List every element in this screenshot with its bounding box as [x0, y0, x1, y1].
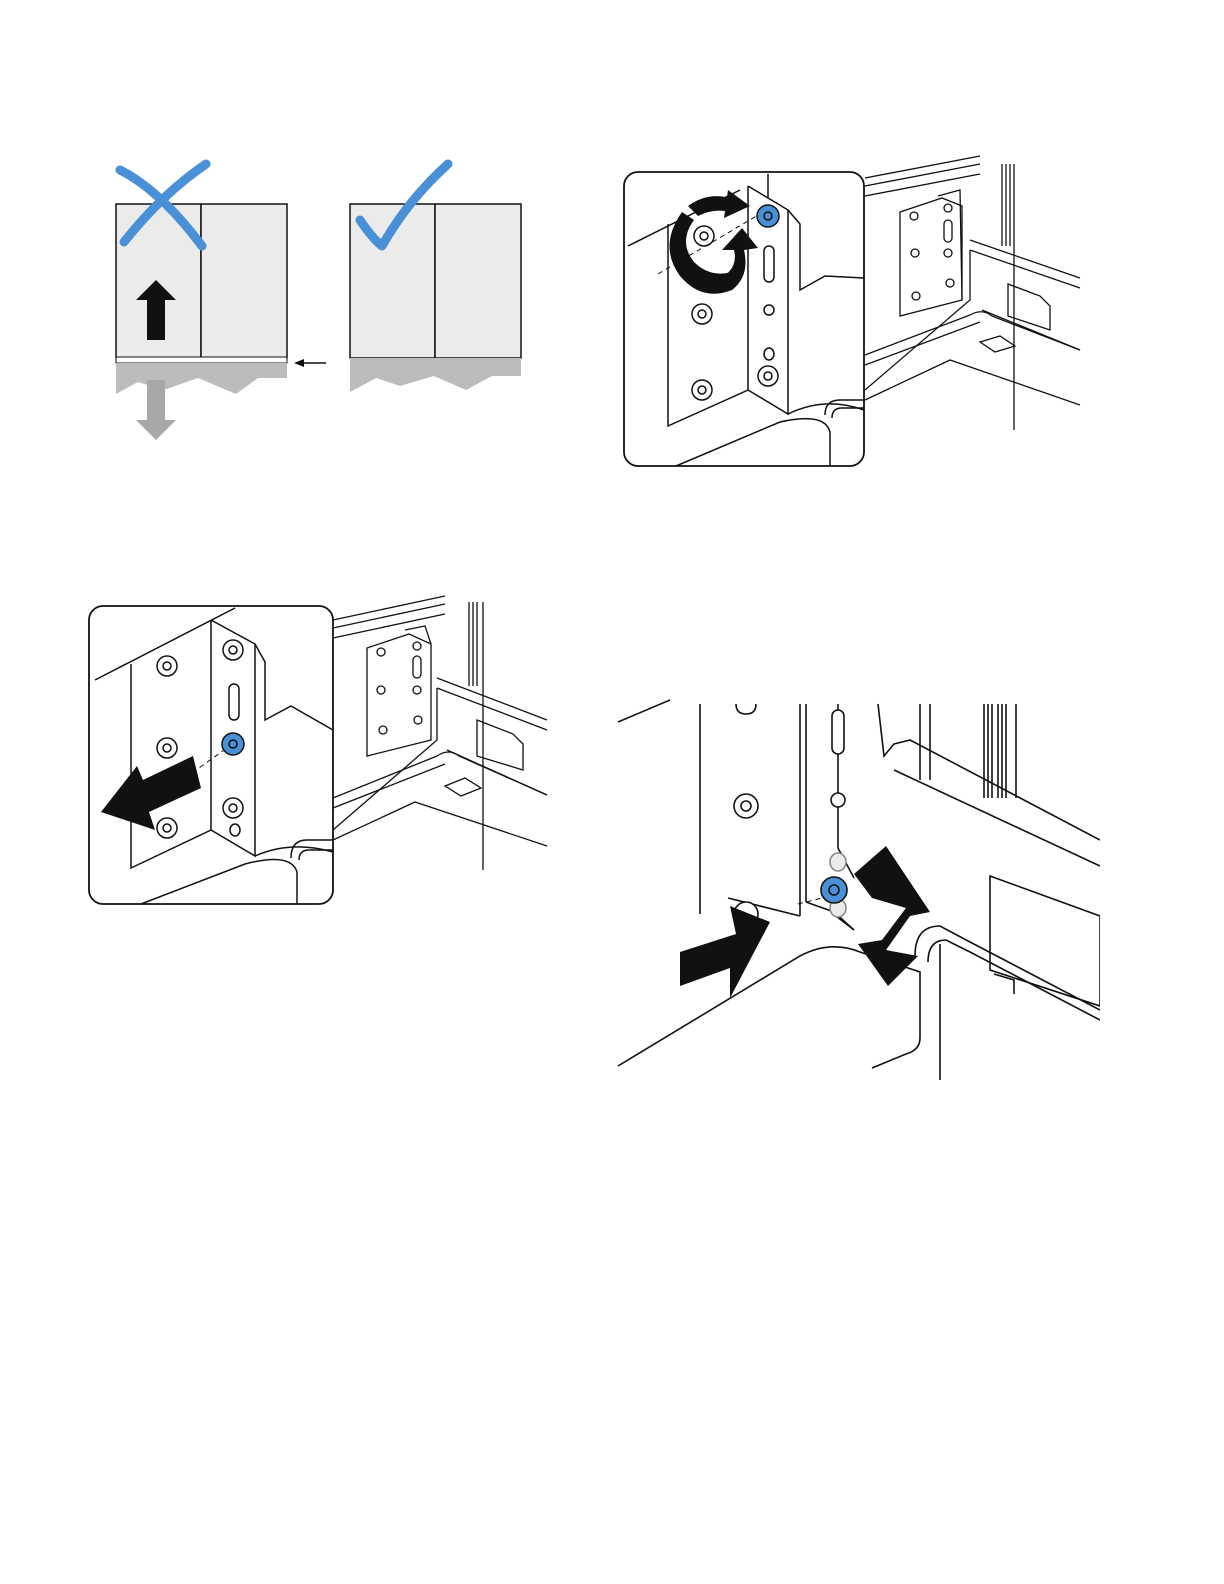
- screw: [821, 877, 847, 903]
- magnified-inset: [89, 606, 333, 904]
- pointer-arrow-icon: [294, 359, 326, 367]
- aligned-panels: [350, 204, 521, 392]
- cabinet-background: [333, 596, 547, 870]
- figure-rotate-screw: [620, 150, 1090, 470]
- push-in-arrow-icon: [680, 906, 770, 998]
- down-arrow-icon: [136, 380, 176, 440]
- figure-remove-screw: [85, 590, 555, 910]
- cabinet-background: [865, 156, 1080, 430]
- screw: [757, 205, 779, 227]
- figure-adjust-height: [610, 690, 1100, 1080]
- magnified-inset: [624, 172, 864, 466]
- figure-alignment: [90, 150, 550, 450]
- screw: [222, 733, 244, 755]
- up-down-arrow-icon: [854, 846, 930, 986]
